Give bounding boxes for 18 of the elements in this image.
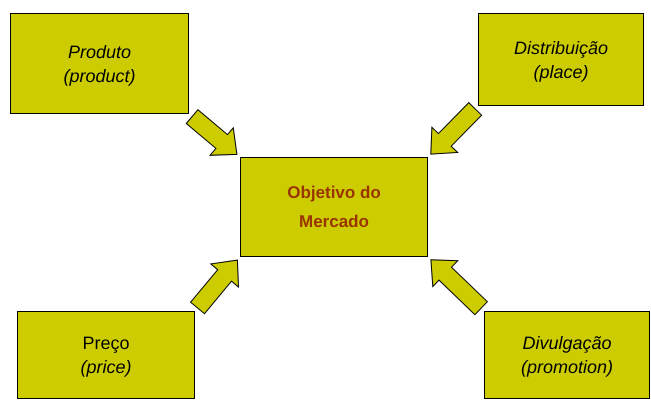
block-arrow xyxy=(190,260,240,314)
box-heading: Preço xyxy=(82,332,130,355)
box-title: Objetivo do Mercado xyxy=(286,182,382,233)
box-subheading: (price) xyxy=(80,356,132,379)
concept-box xyxy=(17,311,195,399)
box-heading: Divulgação xyxy=(522,332,612,355)
box-subheading: (place) xyxy=(533,60,589,84)
concept-box xyxy=(240,157,428,257)
concept-box xyxy=(478,13,644,106)
box-heading: Distribuição xyxy=(514,36,608,60)
block-arrow xyxy=(186,109,238,156)
box-subheading: (promotion) xyxy=(520,356,614,379)
box-heading: Produto xyxy=(68,40,132,64)
box-subheading: (product) xyxy=(63,64,136,88)
concept-box xyxy=(10,13,189,114)
concept-box xyxy=(484,311,650,399)
block-arrow xyxy=(430,259,488,316)
block-arrow xyxy=(430,102,482,155)
